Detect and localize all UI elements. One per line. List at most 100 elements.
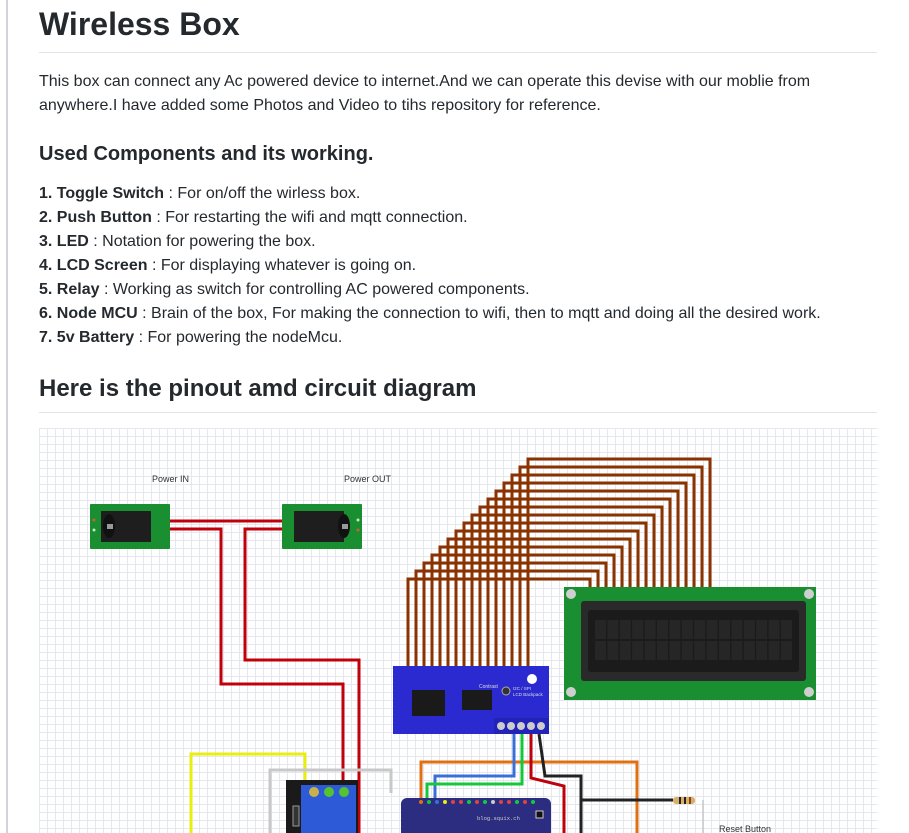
lcd-cell <box>694 620 706 639</box>
list-item: 5. Relay : Working as switch for control… <box>39 278 889 302</box>
nodemcu-pin <box>491 800 495 804</box>
item-desc: : Brain of the box, For making the conne… <box>137 305 821 322</box>
item-name: Toggle Switch <box>56 185 165 202</box>
contrast-label: Contrast <box>479 684 499 690</box>
intro-paragraph: This box can connect any Ac powered devi… <box>39 73 811 114</box>
power-out-label: Power OUT <box>344 474 392 484</box>
item-name: Node MCU <box>56 305 138 322</box>
gray-wire <box>268 768 393 833</box>
power-wire <box>169 527 345 833</box>
lcd-cell <box>706 641 718 660</box>
nodemcu-brand: blog.squix.ch <box>477 815 520 822</box>
red-wire <box>529 734 566 833</box>
item-name: 5v Battery <box>56 329 135 346</box>
lcd-cell <box>768 641 780 660</box>
item-desc: : For displaying whatever is going on. <box>147 257 417 274</box>
lcd-bus-wires <box>406 457 712 670</box>
lcd-cell <box>607 641 619 660</box>
lcd-bus-wire <box>470 513 656 670</box>
lcd-cell <box>743 641 755 660</box>
list-item: 1. Toggle Switch : For on/off the wirles… <box>39 182 889 206</box>
nodemcu-pin <box>475 800 479 804</box>
nodemcu-pin <box>483 800 487 804</box>
nodemcu-pin <box>435 800 439 804</box>
lcd-bus-wire <box>430 553 616 670</box>
lcd-bus-wire <box>510 473 696 670</box>
lcd-bus-wire <box>494 489 680 670</box>
diagram-heading: Here is the pinout amd circuit diagram <box>39 375 477 402</box>
terminal-block <box>497 722 545 730</box>
item-number: 3. <box>39 233 53 250</box>
terminal-screw-icon <box>507 722 515 730</box>
nodemcu-pin-header <box>419 800 535 804</box>
list-item: 4. LCD Screen : For displaying whatever … <box>39 254 889 278</box>
components-list: 1. Toggle Switch : For on/off the wirles… <box>39 182 889 350</box>
lcd-character-cells <box>595 620 792 660</box>
left-border <box>6 0 8 833</box>
diagram-heading-divider <box>39 412 877 413</box>
reset-button-label: Reset Button <box>719 824 771 833</box>
item-desc: : For restarting the wifi and mqtt conne… <box>151 209 468 226</box>
lcd-cell <box>644 620 656 639</box>
nodemcu-pin <box>523 800 527 804</box>
lcd-bus-wire <box>406 577 592 670</box>
lcd-bus-wire <box>438 545 624 670</box>
components-heading: Used Components and its working. <box>39 143 374 165</box>
list-item: 7. 5v Battery : For powering the nodeMcu… <box>39 326 889 350</box>
item-number: 7. <box>39 329 53 346</box>
power-wires <box>169 519 361 833</box>
lcd-cell <box>743 620 755 639</box>
lcd-cell <box>756 620 768 639</box>
lcd-cell <box>595 641 606 660</box>
lcd-bus-wire <box>462 521 648 670</box>
item-desc: : Notation for powering the box. <box>88 233 316 250</box>
lcd-bus-wire <box>502 481 688 670</box>
lcd-cell <box>731 620 743 639</box>
screw-icon <box>566 589 576 599</box>
lcd-bus-wire <box>486 497 672 670</box>
lcd-cell <box>595 620 606 639</box>
circuit-diagram-svg: Power IN Power OUT Reset Button <box>90 457 816 833</box>
nodemcu-pin <box>515 800 519 804</box>
list-item: 2. Push Button : For restarting the wifi… <box>39 206 889 230</box>
lcd-cell <box>669 620 681 639</box>
item-number: 6. <box>39 305 53 322</box>
lcd-cell <box>607 620 619 639</box>
lcd-backpack: Contrast I2C / SPI LCD Backpack <box>393 666 549 734</box>
orange-wire <box>419 760 639 833</box>
item-desc: : For powering the nodeMcu. <box>134 329 343 346</box>
nodemcu-pin <box>459 800 463 804</box>
nodemcu-pin <box>499 800 503 804</box>
relay-module <box>286 780 358 833</box>
page-title: Wireless Box <box>39 6 240 42</box>
lcd-cell <box>706 620 718 639</box>
lcd-bus-wire <box>478 505 664 670</box>
terminal-screw-icon <box>497 722 505 730</box>
lcd-cell <box>719 620 730 639</box>
nodemcu-pin <box>467 800 471 804</box>
resistor <box>673 797 695 804</box>
lcd-cell <box>694 641 706 660</box>
lcd-cell <box>719 641 730 660</box>
lcd-cell <box>768 620 780 639</box>
screw-icon <box>804 589 814 599</box>
lcd-cell <box>669 641 681 660</box>
item-name: LCD Screen <box>56 257 148 274</box>
nodemcu-pin <box>419 800 423 804</box>
lcd-cell <box>781 620 792 639</box>
circuit-diagram-image: Power IN Power OUT Reset Button <box>39 428 877 833</box>
lcd-cell <box>781 641 792 660</box>
terminal-screw-icon <box>537 722 545 730</box>
lcd-cell <box>632 620 644 639</box>
item-name: Push Button <box>56 209 152 226</box>
screw-icon <box>566 687 576 697</box>
nodemcu-pin <box>427 800 431 804</box>
item-number: 1. <box>39 185 53 202</box>
nodemcu-pin <box>507 800 511 804</box>
lcd-cell <box>657 641 668 660</box>
nodemcu-pin <box>531 800 535 804</box>
lcd-cell <box>619 620 631 639</box>
yellow-wire <box>189 752 307 833</box>
item-desc: : Working as switch for controlling AC p… <box>99 281 530 298</box>
lcd-cell <box>681 620 693 639</box>
